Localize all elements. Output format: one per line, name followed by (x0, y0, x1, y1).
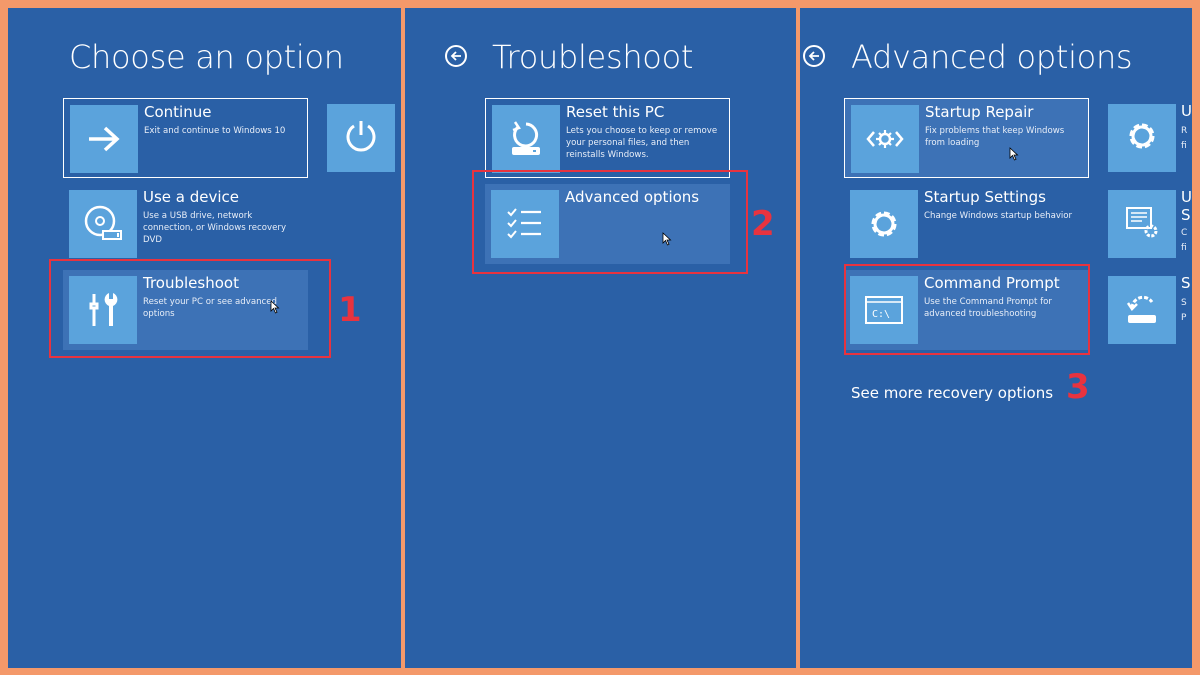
reset-pc-icon (492, 105, 560, 173)
terminal-icon: C:\ (850, 276, 918, 344)
svg-text:C:\: C:\ (872, 309, 890, 320)
step-number: 3 (1066, 367, 1090, 407)
tile-title-cut: U (1181, 102, 1192, 120)
back-arrow-icon[interactable] (803, 45, 825, 67)
see-more-recovery-link[interactable]: See more recovery options (851, 384, 1054, 402)
startup-repair-tile[interactable]: Startup Repair Fix problems that keep Wi… (844, 98, 1089, 178)
step-highlight-box (49, 259, 331, 358)
tile-title-cut: S (1181, 274, 1191, 292)
advanced-options-panel: Advanced options Startup Repair Fix prob… (800, 8, 1192, 668)
gear-icon (850, 190, 918, 258)
step-highlight-box (844, 264, 1090, 355)
tools-icon (69, 276, 137, 344)
tile-description: Use a USB drive, network connection, or … (143, 211, 287, 245)
tile-description-cut: fi (1181, 141, 1187, 151)
tile-title-cut: U (1181, 188, 1192, 206)
power-icon (344, 119, 378, 157)
step-number: 1 (338, 290, 362, 330)
turn-off-pc-tile[interactable] (327, 104, 395, 172)
tile-description: Reset your PC or see advanced options (143, 297, 278, 319)
reset-pc-icon (1122, 288, 1162, 332)
arrow-right-icon (70, 105, 138, 173)
tile-description-cut: fi (1181, 243, 1187, 253)
reset-pc-tile[interactable]: Reset this PC Lets you choose to keep or… (485, 98, 730, 178)
page-title: Choose an option (69, 38, 344, 76)
tile-title-cut: S (1181, 206, 1191, 224)
step-highlight-box (472, 170, 748, 274)
tile-description: Lets you choose to keep or remove your p… (566, 126, 718, 160)
tile-description: Use the Command Prompt for advanced trou… (924, 297, 1052, 319)
page-title: Advanced options (851, 38, 1133, 76)
tile-title: Advanced options (565, 188, 700, 206)
disc-drive-icon (69, 190, 137, 258)
tile-description-cut: R (1181, 126, 1188, 136)
startup-settings-tile[interactable]: Startup Settings Change Windows startup … (844, 184, 1089, 264)
mouse-cursor-icon (1009, 147, 1019, 161)
code-gear-icon (851, 105, 919, 173)
tile-description: Exit and continue to Windows 10 (144, 126, 286, 136)
tile-description: Fix problems that keep Windows from load… (925, 126, 1065, 148)
choose-option-panel: Choose an option Continue Exit and conti… (8, 8, 401, 668)
tile-description-cut: C (1181, 228, 1188, 238)
tile-title: Use a device (143, 188, 240, 206)
tile-title: Startup Repair (925, 103, 1034, 121)
mouse-cursor-icon (662, 232, 672, 246)
troubleshoot-panel: Troubleshoot Reset this PC Lets you choo… (405, 8, 796, 668)
tile-title: Continue (144, 103, 212, 121)
checklist-icon (491, 190, 559, 258)
step-number: 2 (751, 204, 775, 244)
command-prompt-tile[interactable]: C:\ Command Prompt Use the Command Promp… (844, 270, 1089, 350)
tile-description-cut: P (1181, 313, 1187, 323)
advanced-options-tile[interactable]: Advanced options (485, 184, 730, 264)
tile-title: Command Prompt (924, 274, 1060, 292)
back-arrow-icon[interactable] (445, 45, 467, 67)
gear-icon (1123, 117, 1161, 159)
uninstall-updates-tile[interactable] (1108, 276, 1176, 344)
tile-title: Troubleshoot (143, 274, 239, 292)
uefi-settings-tile[interactable] (1108, 104, 1176, 172)
tile-title: Startup Settings (924, 188, 1046, 206)
tile-description: Change Windows startup behavior (924, 211, 1073, 221)
use-device-tile[interactable]: Use a device Use a USB drive, network co… (63, 184, 308, 264)
tile-title: Reset this PC (566, 103, 665, 121)
mouse-cursor-icon (270, 300, 280, 314)
system-restore-icon (1122, 202, 1162, 246)
page-title: Troubleshoot (492, 38, 694, 76)
troubleshoot-tile[interactable]: Troubleshoot Reset your PC or see advanc… (63, 270, 308, 350)
continue-tile[interactable]: Continue Exit and continue to Windows 10 (63, 98, 308, 178)
system-restore-tile[interactable] (1108, 190, 1176, 258)
tile-description-cut: S (1181, 298, 1187, 308)
